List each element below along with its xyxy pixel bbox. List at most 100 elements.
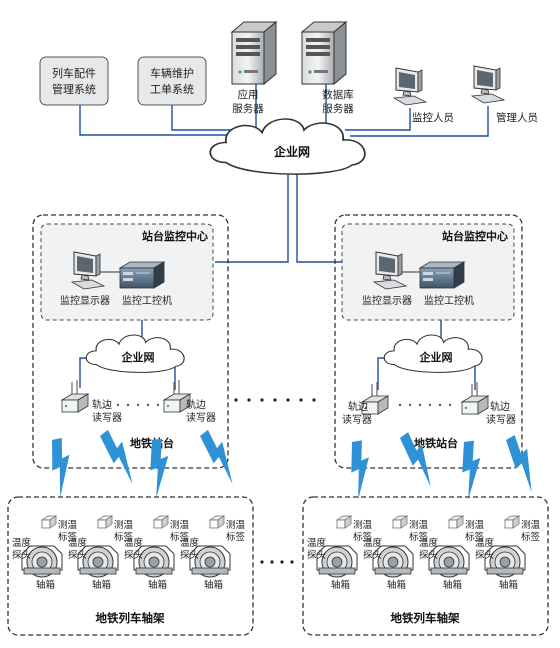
ipc-label: 监控工控机: [424, 294, 474, 307]
tag-label-1: 测温: [465, 520, 485, 531]
tag-label-1: 测温: [409, 520, 429, 531]
station-label: 地铁站台: [414, 436, 458, 450]
probe-label-2: 探头: [12, 549, 31, 561]
center-title: 站台监控中心: [142, 229, 208, 243]
axle-units: 测温标签温度探头轴箱测温标签温度探头轴箱测温标签温度探头轴箱测温标签温度探头轴箱…: [12, 515, 541, 591]
station-right: 站台监控中心 监控显示器 监控工控机 企业网 轨边 读写器 轨边 读写器 地铁站…: [334, 214, 523, 469]
workorder-system-label-2: 工单系统: [150, 83, 194, 96]
db-server-label-2: 服务器: [322, 102, 354, 115]
temp-tag-icon: [392, 515, 408, 529]
temp-tag-icon: [153, 515, 169, 529]
temp-tag-icon: [448, 515, 464, 529]
link-workorder-system: [171, 105, 235, 131]
temp-tag-icon: [336, 515, 352, 529]
reader-label-2: 读写器: [186, 411, 216, 424]
reader-dots: [398, 403, 452, 407]
reader-label-1: 轨边: [348, 400, 368, 413]
enterprise-network-cloud: 企业网: [209, 118, 366, 175]
tag-label-1: 测温: [58, 520, 78, 531]
axle-group-left: [7, 496, 254, 636]
tag-label-2: 标签: [58, 531, 78, 543]
probe-label-1: 温度: [124, 537, 144, 549]
axle-box-label: 轴箱: [499, 579, 518, 591]
axle-box-label: 轴箱: [443, 579, 462, 591]
app-server-label-1: 应用: [238, 88, 259, 101]
temp-tag-icon: [97, 515, 113, 529]
center-title: 站台监控中心: [442, 229, 508, 243]
tag-label-2: 标签: [170, 531, 190, 543]
db-server-label-1: 数据库: [322, 88, 354, 101]
ipc-icon: [119, 261, 165, 289]
display-label: 监控显示器: [362, 294, 412, 307]
reader-dots: [106, 403, 160, 407]
reader-left-icon: [61, 379, 89, 413]
tag-label-1: 测温: [114, 520, 134, 531]
manager-staff: 管理人员: [471, 65, 538, 124]
probe-label-2: 探头: [419, 549, 438, 561]
app-server-label-2: 服务器: [232, 102, 264, 115]
db-server-icon: [301, 21, 347, 85]
axle-box-label: 轴箱: [387, 579, 406, 591]
link-to-station-right: [296, 170, 343, 263]
tag-label-2: 标签: [465, 531, 485, 543]
manager-staff-label: 管理人员: [496, 111, 538, 124]
display-pc-icon: [373, 251, 407, 290]
cloud-label: 企业网: [273, 144, 310, 159]
probe-label-2: 探头: [68, 549, 87, 561]
probe-label-1: 温度: [68, 537, 88, 549]
axle-box-label: 轴箱: [92, 579, 111, 591]
display-label: 监控显示器: [60, 294, 110, 307]
link-parts-system: [79, 105, 230, 136]
probe-label-1: 温度: [307, 537, 327, 549]
reader-label-1: 轨边: [186, 398, 206, 411]
probe-label-1: 温度: [12, 537, 32, 549]
tag-label-2: 标签: [521, 531, 541, 543]
probe-label-2: 探头: [124, 549, 143, 561]
wireless-signals: [46, 427, 548, 501]
probe-label-1: 温度: [475, 537, 495, 549]
reader-label-2: 读写器: [92, 411, 122, 424]
temp-tag-icon: [41, 515, 57, 529]
tag-label-2: 标签: [353, 531, 373, 543]
probe-label-1: 温度: [363, 537, 383, 549]
tag-label-2: 标签: [114, 531, 134, 543]
link-monitor-user: [345, 108, 411, 131]
tag-label-1: 测温: [226, 520, 246, 531]
link-to-station-left: [215, 170, 289, 263]
axle-group-right: [302, 496, 549, 636]
parts-management-system: 列车配件 管理系统: [39, 56, 109, 106]
station-gap-dots: [234, 398, 316, 402]
wireless-bolt-icon: [346, 439, 376, 501]
probe-label-2: 探头: [307, 549, 326, 561]
monitor-staff-pc-icon: [393, 67, 427, 106]
parts-system-label-1: 列车配件: [52, 66, 96, 80]
ipc-label: 监控工控机: [122, 294, 172, 307]
axle-box-label: 轴箱: [148, 579, 167, 591]
manager-staff-pc-icon: [471, 65, 505, 104]
reader-label-2: 读写器: [486, 413, 516, 426]
monitor-staff-label: 监控人员: [412, 111, 454, 124]
axle-box-label: 轴箱: [204, 579, 223, 591]
probe-label-2: 探头: [180, 549, 199, 561]
probe-label-1: 温度: [180, 537, 200, 549]
axle-group-label: 地铁列车轴架: [96, 611, 165, 625]
wireless-bolt-icon: [458, 440, 486, 501]
tag-label-1: 测温: [170, 520, 190, 531]
link-manager-user: [350, 106, 489, 137]
reader-label-1: 轨边: [490, 400, 510, 413]
station-cloud-label: 企业网: [419, 350, 453, 364]
ipc-icon: [419, 261, 465, 289]
station-left: 站台监控中心 监控显示器 监控工控机 企业网 轨边 读写器 轨边 读写器 地铁站…: [32, 214, 229, 469]
axle-gap-dots: [260, 560, 294, 564]
app-server: 应用 服务器: [231, 21, 277, 115]
probe-label-2: 探头: [363, 549, 382, 561]
